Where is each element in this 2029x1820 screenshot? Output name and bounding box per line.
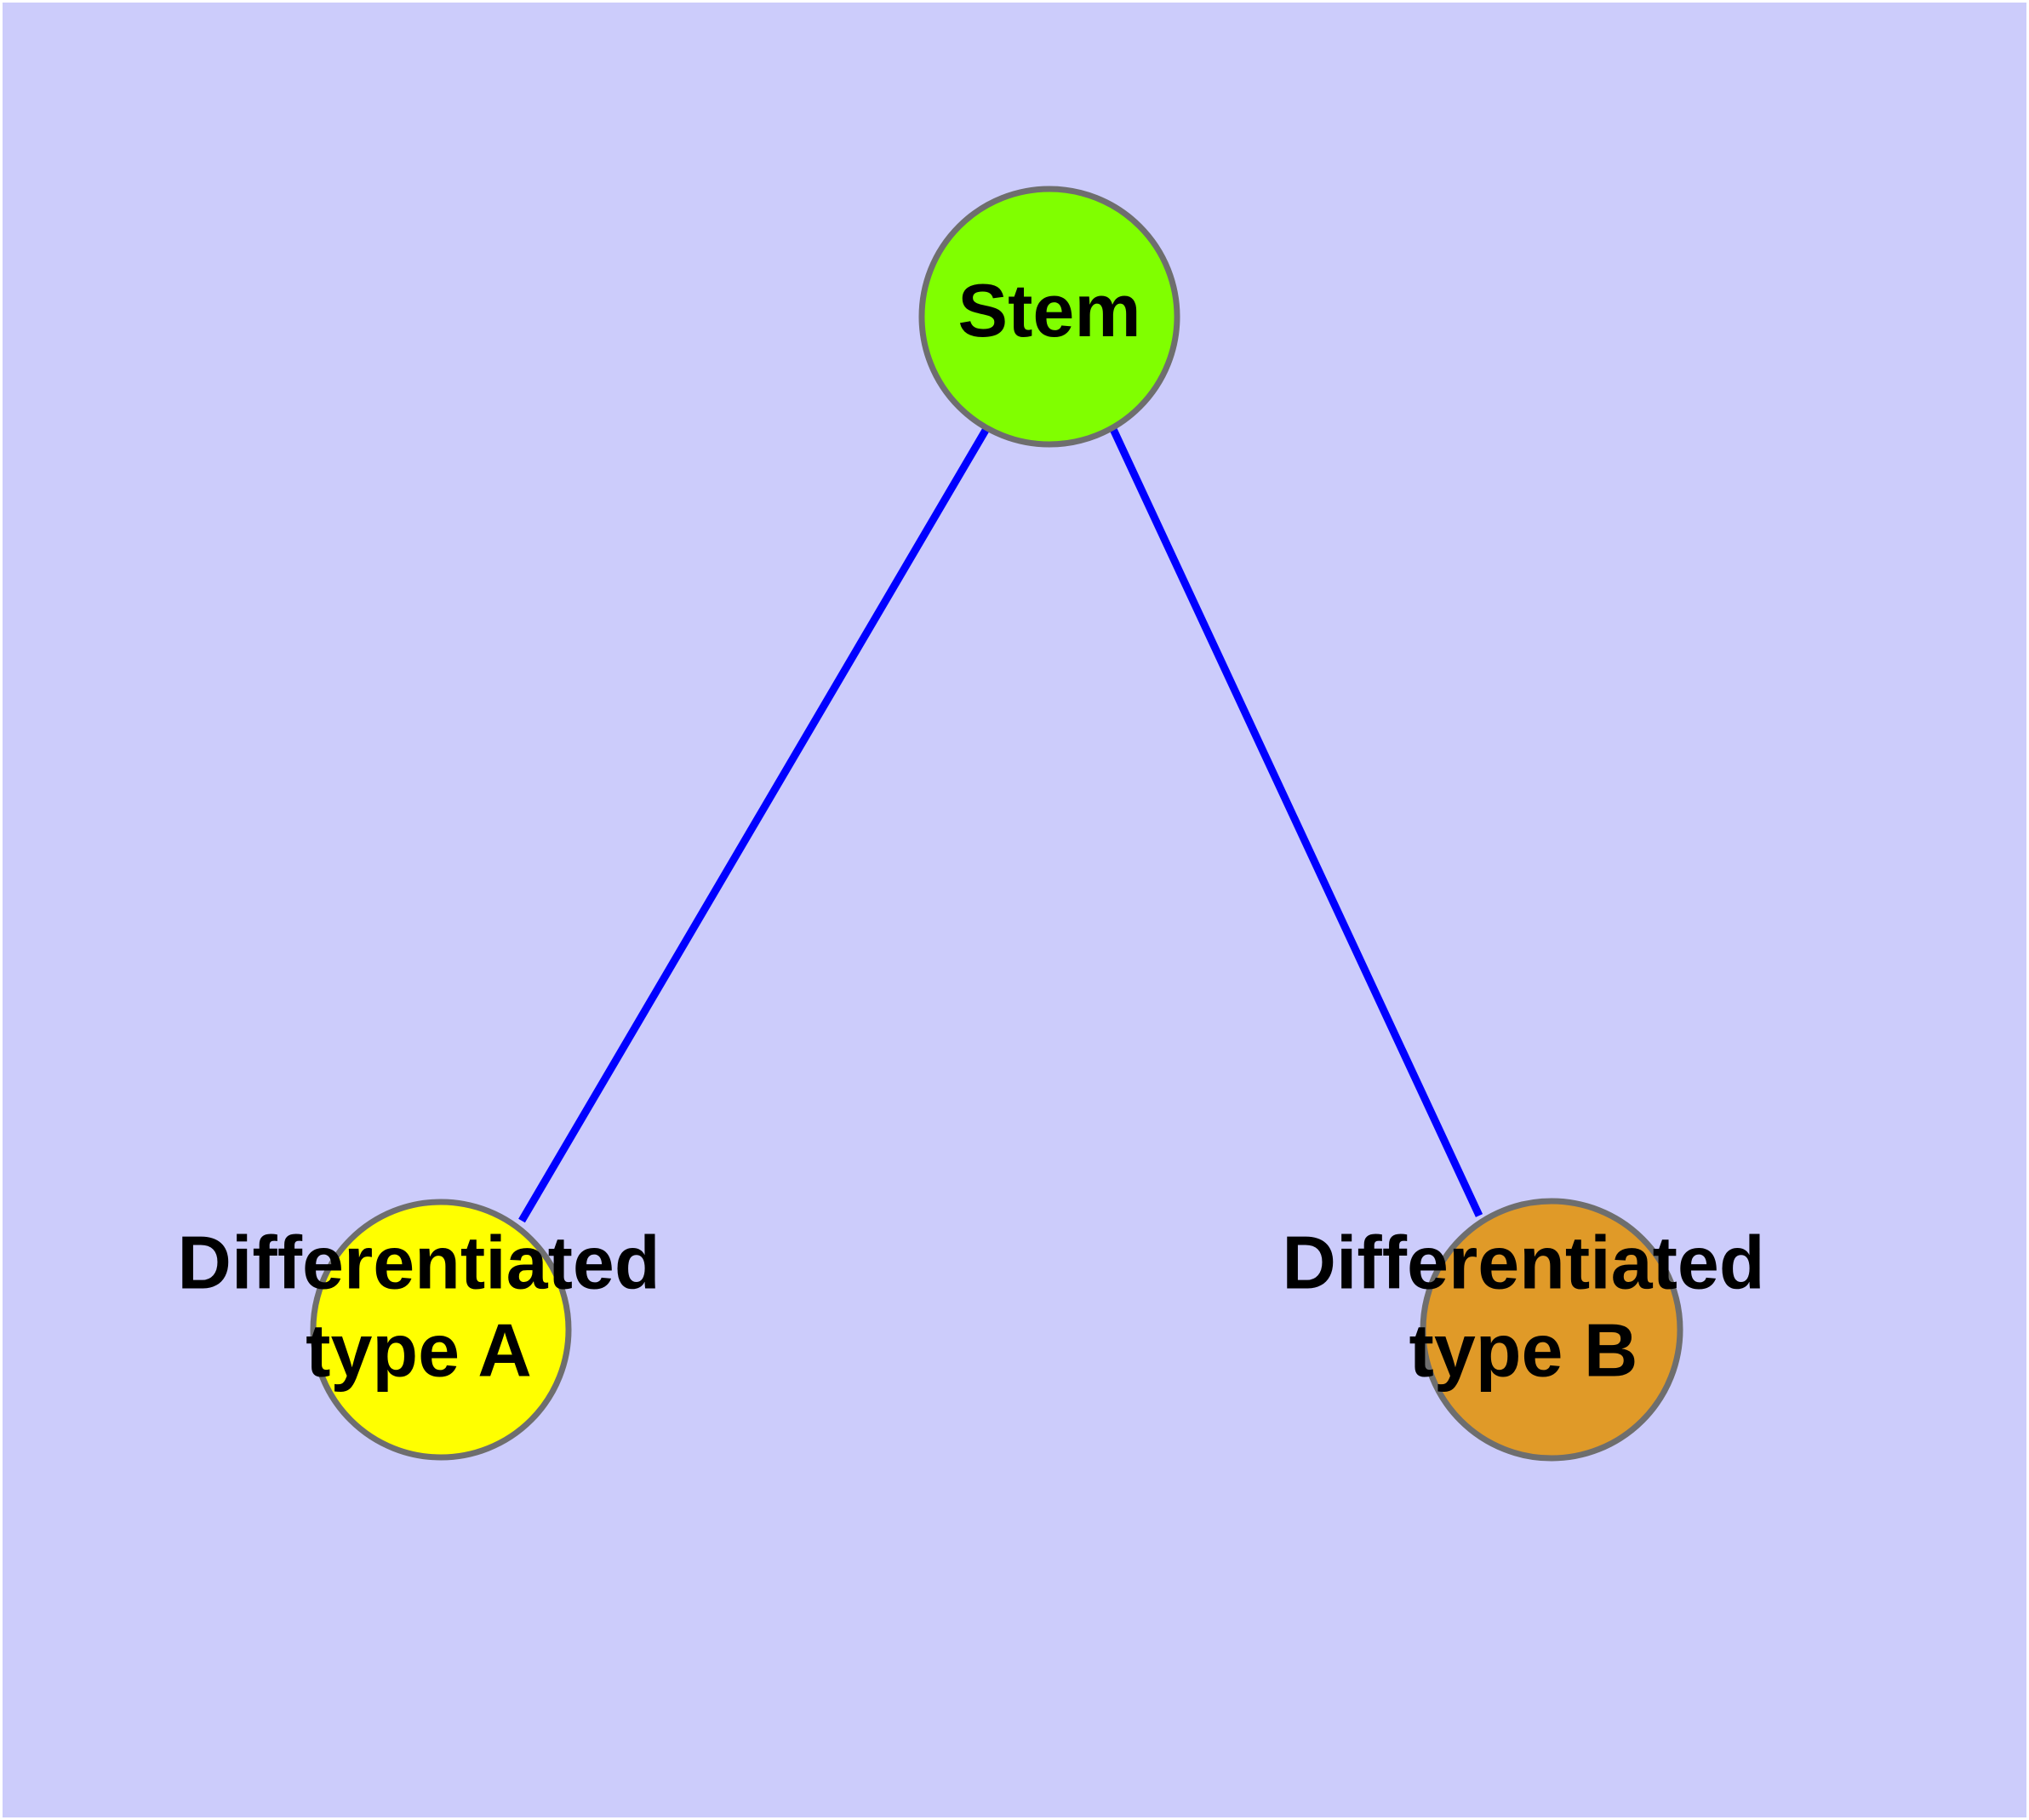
- graph-edge[interactable]: [1108, 426, 1483, 1217]
- node-label-line: Stem: [957, 268, 1140, 352]
- node-circle-diff_b[interactable]: [1420, 1198, 1683, 1462]
- node-circle-stem[interactable]: [918, 186, 1180, 448]
- node-circle-diff_a[interactable]: [310, 1199, 572, 1461]
- node-label-line: type A: [306, 1308, 532, 1393]
- node-label-line: type B: [1409, 1308, 1638, 1393]
- graph-edge[interactable]: [518, 425, 991, 1223]
- graph-node-stem[interactable]: Stem: [918, 186, 1180, 448]
- node-label-line: Differentiated: [1282, 1221, 1764, 1305]
- node-label-stem: Stem: [957, 268, 1140, 352]
- node-label-line: Differentiated: [177, 1221, 660, 1305]
- edges-layer: [518, 425, 1483, 1223]
